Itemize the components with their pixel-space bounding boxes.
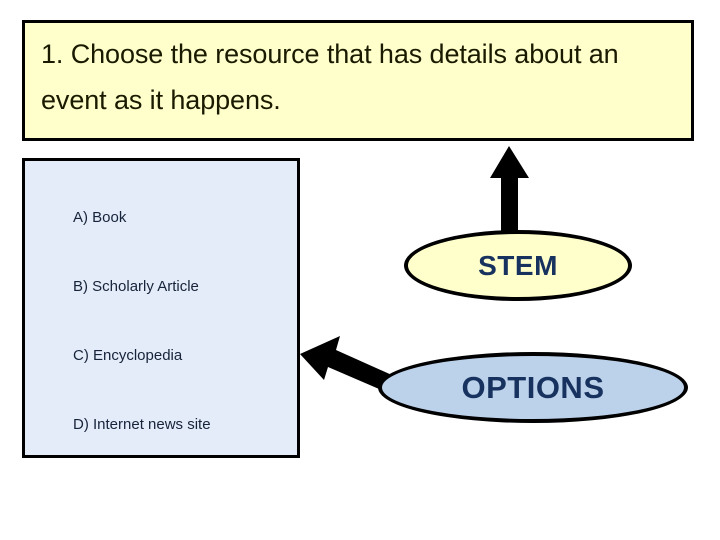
- question-stem-text: 1. Choose the resource that has details …: [41, 39, 619, 115]
- answer-option-d[interactable]: D) Internet news site: [73, 416, 211, 433]
- question-stem-box: 1. Choose the resource that has details …: [22, 20, 694, 141]
- stem-callout-label: STEM: [478, 249, 558, 281]
- stem-arrow-up-icon: [490, 146, 529, 236]
- stem-callout-ellipse: STEM: [404, 230, 632, 301]
- answer-option-b[interactable]: B) Scholarly Article: [73, 278, 199, 295]
- options-arrow-left-icon: [300, 336, 394, 392]
- answer-option-a[interactable]: A) Book: [73, 209, 127, 226]
- options-callout-label: OPTIONS: [461, 369, 605, 405]
- options-callout-ellipse: OPTIONS: [378, 352, 688, 423]
- answer-option-c[interactable]: C) Encyclopedia: [73, 347, 183, 364]
- answer-options-box: A) Book B) Scholarly Article C) Encyclop…: [22, 158, 300, 458]
